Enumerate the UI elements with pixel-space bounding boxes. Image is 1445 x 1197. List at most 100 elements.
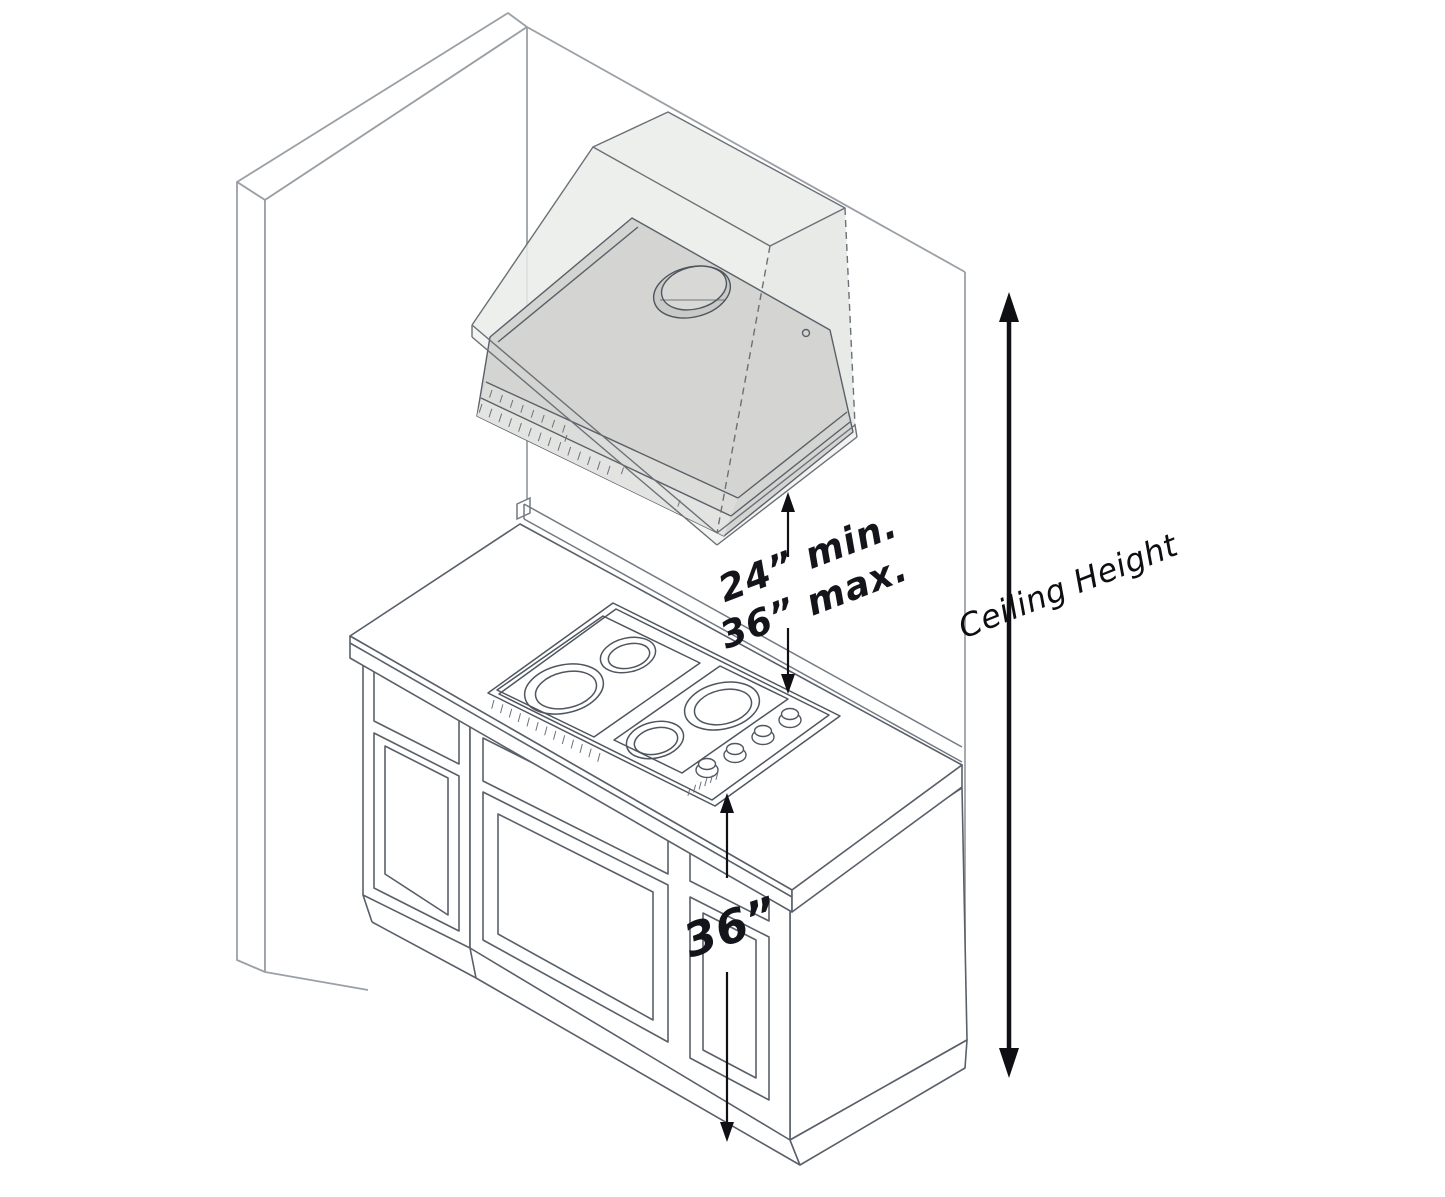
arrowhead-down-icon [720, 1122, 734, 1142]
burner-large-left [523, 663, 605, 715]
dimension-arrow-hood-clearance [781, 492, 795, 694]
hatch-tick [561, 735, 566, 745]
liner-rim-hatching-upper [489, 389, 566, 433]
cooktop [487, 602, 841, 807]
toe-kick-step-front-left [469, 947, 477, 979]
control-knob-3[interactable] [751, 724, 775, 746]
hatch-tick [478, 403, 483, 413]
screw-hole [801, 328, 811, 338]
hatch-tick [537, 432, 542, 442]
hatch-tick [509, 399, 514, 408]
door-narrow-inner-frame [702, 912, 757, 1079]
toe-kick-step-left [362, 894, 373, 923]
hatch-tick [491, 699, 495, 709]
burner-zone-right [613, 665, 789, 774]
liner-fold-rim-right [730, 421, 851, 517]
arrowhead-up-icon [781, 492, 795, 512]
hatch-tick [498, 413, 503, 423]
backsplash-bottom-edge [523, 518, 963, 763]
hatch-tick [518, 422, 522, 432]
side-lower-panel-inner [384, 745, 449, 916]
hatch-tick [570, 739, 574, 749]
toe-kick [362, 894, 968, 1166]
hatch-tick [704, 778, 708, 787]
hatch-tick [541, 414, 545, 423]
hatch-tick [579, 744, 583, 753]
back-wall-top-edge [526, 26, 966, 273]
hatch-tick [500, 704, 504, 714]
hatch-tick [709, 775, 713, 784]
arrowhead-up-icon [999, 292, 1019, 322]
liner-fold-top-left-band [497, 226, 639, 343]
hood-liner [476, 217, 854, 537]
hatch-tick [596, 461, 601, 470]
hatch-tick [488, 408, 493, 418]
hatch-tick [551, 419, 556, 428]
hatch-tick [698, 781, 702, 790]
hatch-tick [530, 409, 535, 418]
canopy-front-hip-edge [716, 245, 771, 534]
liner-front-band [481, 382, 738, 516]
hatch-tick [564, 434, 568, 442]
counter-right-band [791, 764, 963, 913]
toe-kick-bottom-front [475, 977, 801, 1166]
hatch-tick [517, 713, 521, 723]
hatch-tick [687, 787, 691, 796]
floor-line-left [264, 971, 369, 991]
backsplash-ledge [516, 496, 963, 763]
hatch-tick [715, 771, 719, 780]
arrowhead-down-icon [999, 1048, 1019, 1078]
hatch-tick [489, 389, 493, 398]
control-knobs [695, 707, 802, 779]
hatch-tick [547, 437, 552, 447]
hatch-tick [588, 748, 592, 758]
toe-kick-bottom-side [371, 921, 477, 979]
burner-large-right [683, 681, 761, 731]
hatch-tick [508, 708, 513, 718]
hatch-tick [597, 752, 601, 762]
canopy-top-face [593, 112, 845, 246]
duct-hole-inner [660, 265, 728, 311]
burner-small-back [599, 636, 657, 674]
arrowhead-down-icon [781, 674, 795, 694]
liner-fold-band-right [737, 411, 848, 499]
hatch-tick [577, 451, 581, 461]
hatch-tick [499, 394, 503, 403]
control-strip-hatching [687, 771, 719, 796]
hatch-tick [693, 784, 697, 793]
control-knob-2[interactable] [723, 742, 747, 764]
left-wall-inner-top-edge [264, 26, 528, 201]
liner-rim-hatching-lower [478, 403, 611, 475]
liner-fold-band-left [485, 381, 739, 499]
backsplash-top-edge [523, 503, 963, 748]
liner-fold-rim-left [480, 397, 732, 517]
dimension-arrows [720, 292, 1019, 1142]
dimension-arrow-counter-height [720, 793, 734, 1142]
hatch-tick [606, 465, 611, 475]
burner-small-front [625, 720, 685, 760]
hatch-tick [620, 467, 624, 475]
hatch-tick [535, 721, 539, 731]
canopy-bottom-edge-right [716, 424, 856, 534]
left-wall-front-edge [236, 181, 266, 973]
hatch-tick [557, 441, 562, 451]
canopy-rim-cap-right [854, 424, 858, 438]
control-knob-1[interactable] [695, 757, 719, 779]
canopy-rim-lower-right [716, 436, 858, 546]
liner-bottom-rim [477, 398, 731, 536]
canopy-left-hip-edge [471, 146, 594, 326]
canopy-bottom-edge-left [471, 324, 718, 534]
counter-edge-profile-line [349, 642, 793, 898]
hood-canopy-edges [471, 111, 858, 546]
hatch-tick [562, 424, 566, 433]
canopy-rim-lower-left [471, 336, 718, 546]
hatch-tick [520, 404, 524, 413]
cooktop-rim-hatching [491, 699, 601, 762]
toe-kick-right-face [789, 1039, 968, 1166]
control-knob-4[interactable] [778, 707, 802, 729]
burner-zone-left [496, 615, 701, 738]
hatch-tick [508, 418, 513, 428]
duct-collar [652, 265, 732, 319]
